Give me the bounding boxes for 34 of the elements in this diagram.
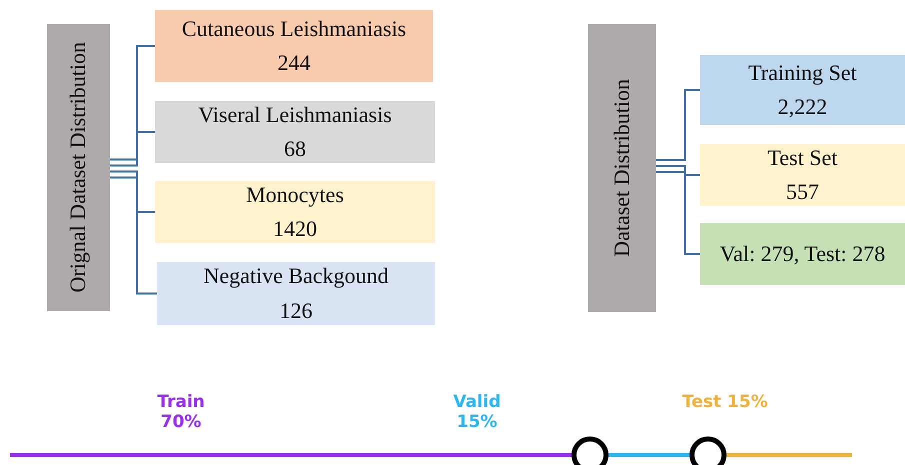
bracket-connector xyxy=(110,176,157,294)
group-title: Orignal Dataset Distribution xyxy=(64,42,92,293)
class-name: Viseral Leishmaniasis xyxy=(198,100,392,129)
bracket-connector xyxy=(656,165,700,176)
count-value: 557 xyxy=(786,178,819,206)
class-name: Training Set xyxy=(748,58,857,87)
bracket-connector xyxy=(110,131,155,166)
category-box xyxy=(700,144,905,206)
split-percentage: Train 70% xyxy=(156,392,206,433)
class-name: Cutaneous Leishmaniasis xyxy=(182,14,406,43)
category-box xyxy=(155,101,435,163)
group-box xyxy=(47,24,110,311)
split-counts: Val: 279, Test: 278 xyxy=(720,240,886,268)
category-box xyxy=(155,181,435,243)
bracket-connector xyxy=(110,45,155,160)
bracket-connector xyxy=(656,89,700,161)
bracket-connector xyxy=(110,170,155,213)
split-percentage: Test 15% xyxy=(681,392,769,412)
bracket-connector xyxy=(656,171,700,255)
category-box xyxy=(155,10,433,82)
class-name: Monocytes xyxy=(246,180,344,209)
class-name: Negative Backgound xyxy=(203,262,389,290)
count-value: 68 xyxy=(284,135,306,163)
category-box xyxy=(700,55,905,125)
count-value: 2,222 xyxy=(778,93,828,121)
category-box xyxy=(157,262,435,325)
count-value: 1420 xyxy=(273,215,317,243)
count-value: 244 xyxy=(278,49,310,77)
category-box xyxy=(700,223,905,285)
split-percentage: Valid 15% xyxy=(452,392,502,433)
group-box xyxy=(588,24,656,312)
group-title: Dataset Distribution xyxy=(608,79,635,257)
count-value: 126 xyxy=(280,296,312,324)
class-name: Test Set xyxy=(768,144,838,172)
